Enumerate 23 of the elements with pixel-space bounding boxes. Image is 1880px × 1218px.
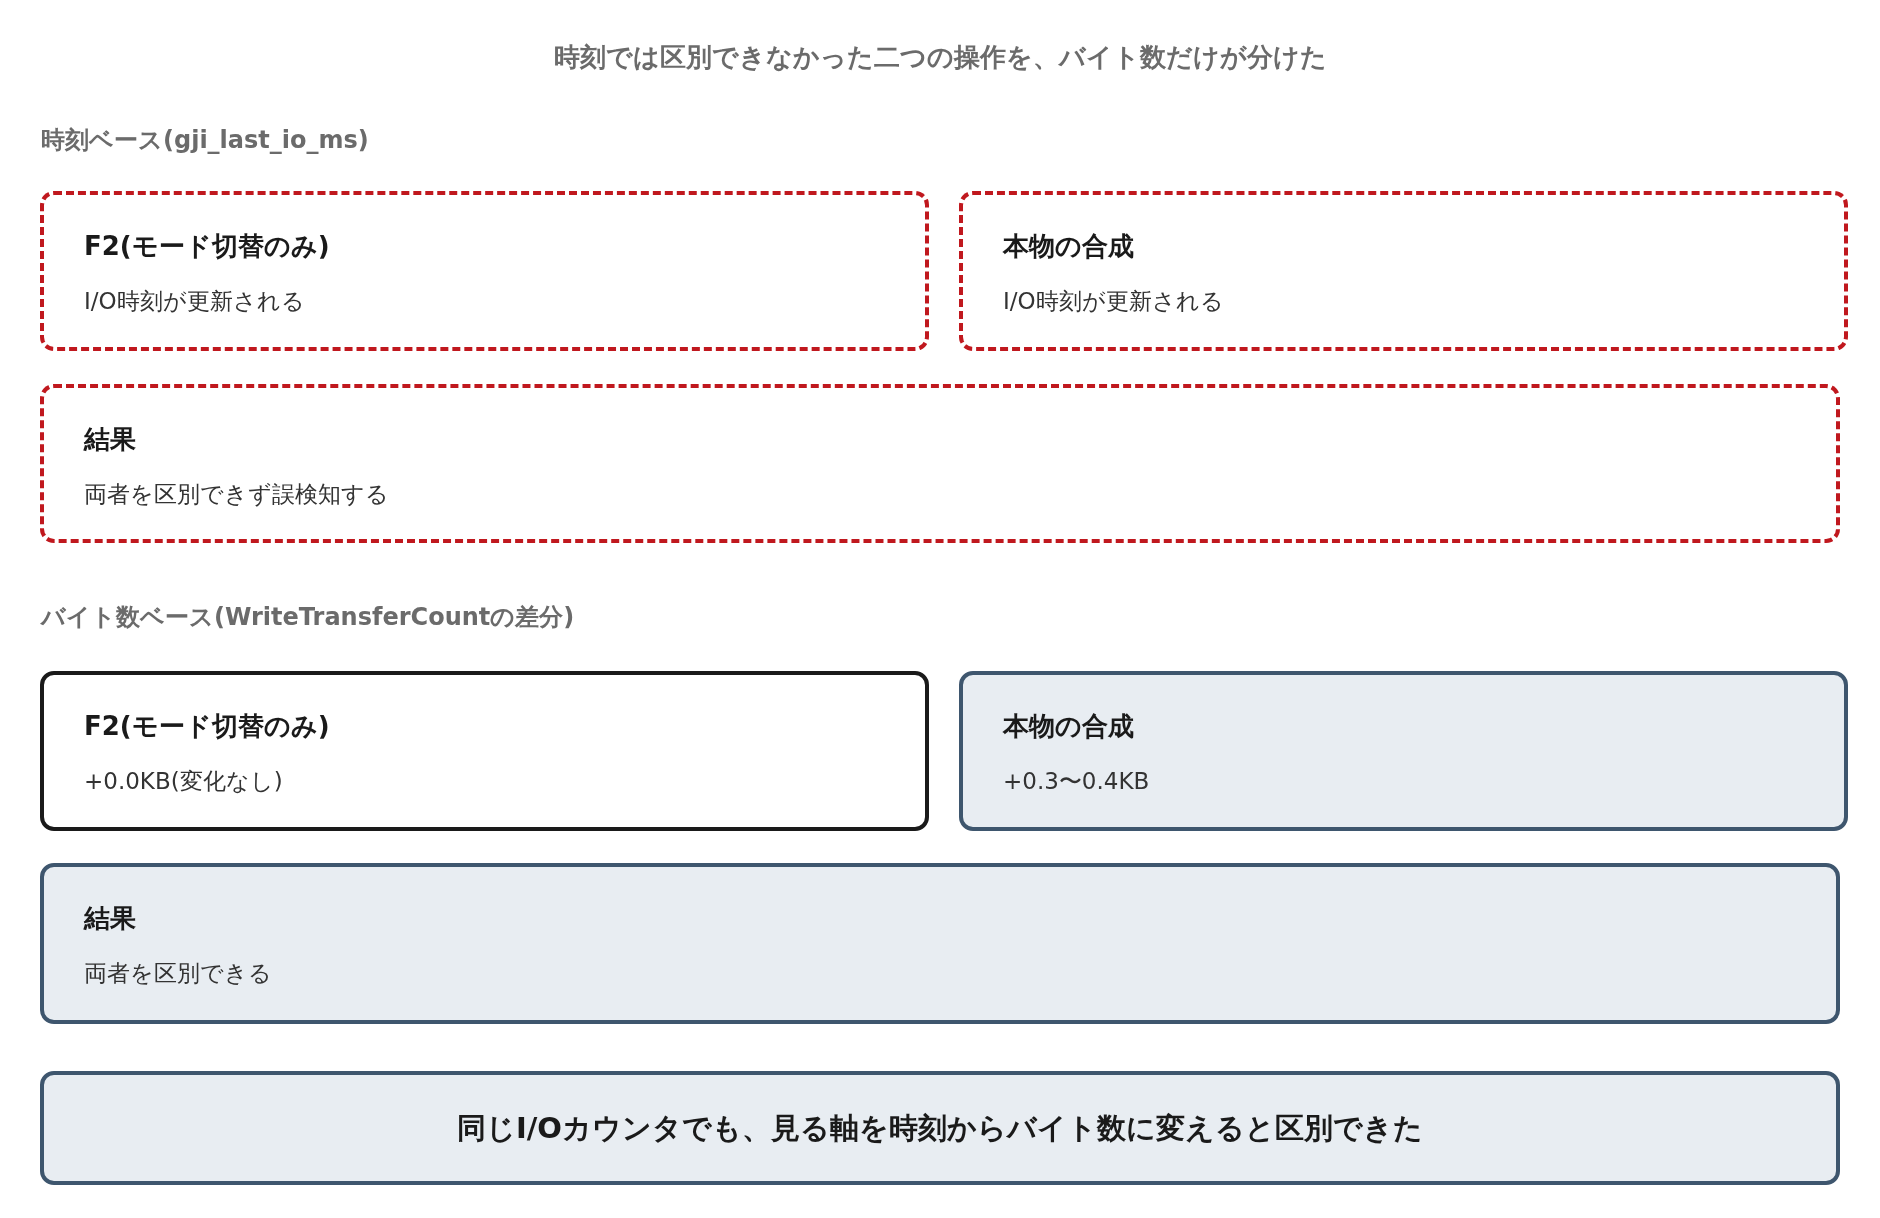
- result-card: [40, 863, 1840, 1024]
- section-heading: バイト数ベース(WriteTransferCountの差分): [41, 602, 575, 633]
- card-text: +0.3〜0.4KB: [1003, 767, 1150, 796]
- card-heading: F2(モード切替のみ): [84, 710, 330, 743]
- card-text: 両者を区別できる: [84, 959, 272, 988]
- card-heading: 結果: [84, 423, 136, 456]
- card-heading: 結果: [84, 902, 136, 935]
- card-text: +0.0KB(変化なし): [84, 767, 283, 796]
- card-heading: F2(モード切替のみ): [84, 230, 330, 263]
- conclusion-text: 同じI/Oカウンタでも、見る軸を時刻からバイト数に変えると区別できた: [456, 1111, 1423, 1145]
- card-text: I/O時刻が更新される: [84, 287, 305, 316]
- comparison-card: [959, 671, 1848, 831]
- diagram-title: 時刻では区別できなかった二つの操作を、バイト数だけが分けた: [553, 42, 1327, 72]
- conclusion-banner: [40, 1071, 1840, 1185]
- card-text: I/O時刻が更新される: [1003, 287, 1224, 316]
- card-heading: 本物の合成: [1003, 710, 1134, 743]
- card-text: 両者を区別できず誤検知する: [84, 480, 389, 509]
- result-card: [40, 384, 1840, 543]
- comparison-card: [40, 671, 929, 831]
- comparison-card: [40, 191, 929, 351]
- comparison-card: [959, 191, 1848, 351]
- section-heading: 時刻ベース(gji_last_io_ms): [41, 125, 369, 156]
- card-heading: 本物の合成: [1003, 230, 1134, 263]
